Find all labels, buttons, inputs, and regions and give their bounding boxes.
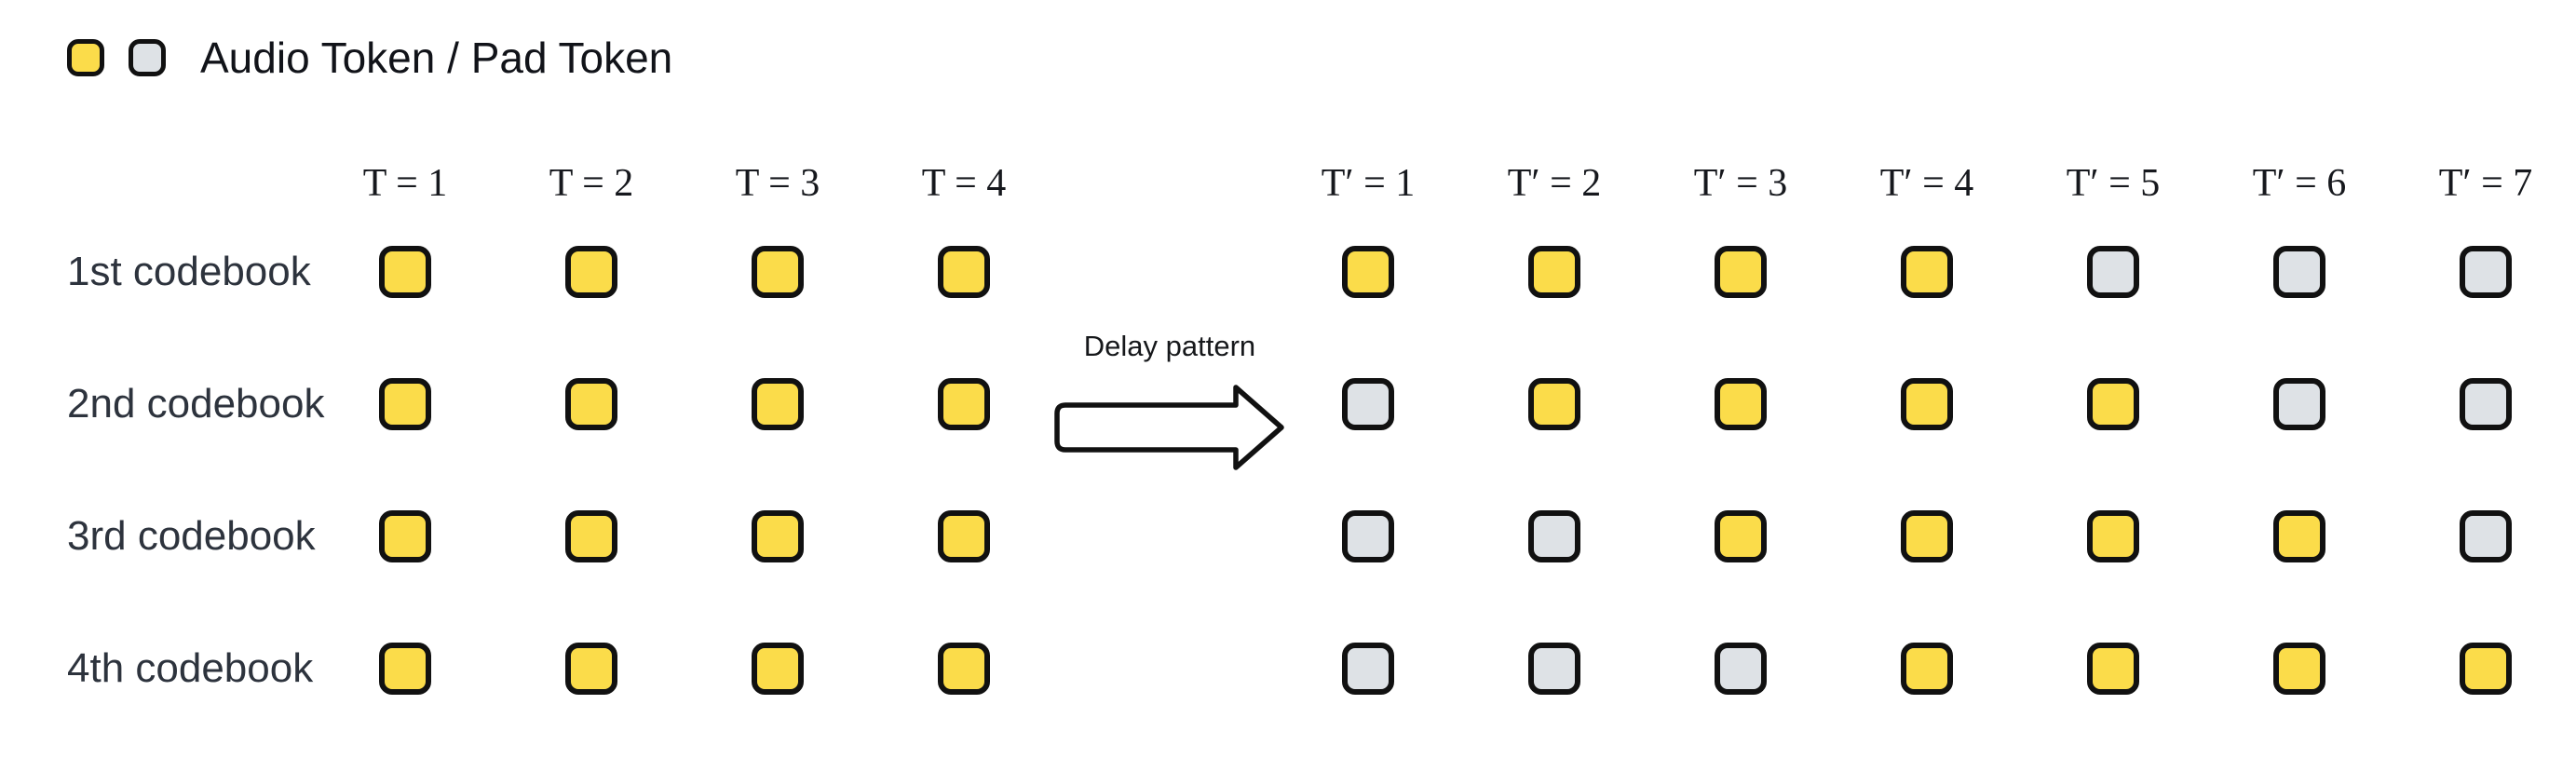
pad-token: [2273, 246, 2325, 298]
audio-token: [752, 510, 804, 562]
audio-token: [1901, 643, 1953, 695]
row-label: 4th codebook: [67, 645, 314, 691]
row-label: 3rd codebook: [67, 513, 316, 559]
audio-token: [2273, 510, 2325, 562]
audio-token: [379, 510, 431, 562]
audio-token: [1901, 378, 1953, 430]
audio-token: [1528, 378, 1580, 430]
pad-token: [2460, 378, 2512, 430]
row-label: 1st codebook: [67, 249, 311, 294]
audio-token: [1901, 246, 1953, 298]
delay-arrow-shape: [1054, 385, 1284, 470]
column-header: T = 3: [735, 162, 820, 205]
row-label: 2nd codebook: [67, 381, 325, 427]
audio-token: [1342, 246, 1394, 298]
pad-token: [2460, 510, 2512, 562]
audio-token: [565, 643, 617, 695]
legend-label: Audio Token / Pad Token: [200, 34, 673, 82]
delay-pattern-label: Delay pattern: [1083, 330, 1256, 362]
audio-token: [565, 378, 617, 430]
pad-token: [2087, 246, 2139, 298]
audio-token: [379, 378, 431, 430]
audio-token: [1715, 246, 1767, 298]
pad-token: [1342, 378, 1394, 430]
column-header: T′ = 7: [2438, 162, 2533, 205]
column-header: T = 4: [921, 162, 1007, 205]
audio-token: [752, 246, 804, 298]
pad-token: [1528, 510, 1580, 562]
audio-token: [379, 643, 431, 695]
audio-token: [2273, 643, 2325, 695]
audio-token: [1901, 510, 1953, 562]
audio-token: [938, 510, 990, 562]
audio-token: [1715, 510, 1767, 562]
pad-token-swatch-icon: [129, 39, 166, 76]
pad-token: [1528, 643, 1580, 695]
audio-token: [2460, 643, 2512, 695]
audio-token: [752, 378, 804, 430]
audio-token: [565, 246, 617, 298]
pad-token: [1715, 643, 1767, 695]
audio-token: [938, 378, 990, 430]
column-header: T′ = 5: [2066, 162, 2161, 205]
audio-token: [2087, 643, 2139, 695]
pad-token: [1342, 510, 1394, 562]
pad-token: [1342, 643, 1394, 695]
audio-token: [2087, 510, 2139, 562]
audio-token: [1528, 246, 1580, 298]
column-header: T′ = 4: [1879, 162, 1974, 205]
column-header: T′ = 1: [1321, 162, 1416, 205]
pad-token: [2273, 378, 2325, 430]
audio-token: [938, 643, 990, 695]
column-header: T = 1: [362, 162, 448, 205]
legend: Audio Token / Pad Token: [67, 34, 673, 82]
audio-token-swatch-icon: [67, 39, 104, 76]
column-header: T′ = 6: [2252, 162, 2347, 205]
pad-token: [2460, 246, 2512, 298]
column-header: T = 2: [549, 162, 634, 205]
audio-token: [2087, 378, 2139, 430]
audio-token: [938, 246, 990, 298]
delay-arrow-icon: [1054, 385, 1284, 470]
column-header: T′ = 2: [1507, 162, 1602, 205]
column-header: T′ = 3: [1693, 162, 1788, 205]
audio-token: [565, 510, 617, 562]
audio-token: [379, 246, 431, 298]
audio-token: [752, 643, 804, 695]
audio-token: [1715, 378, 1767, 430]
